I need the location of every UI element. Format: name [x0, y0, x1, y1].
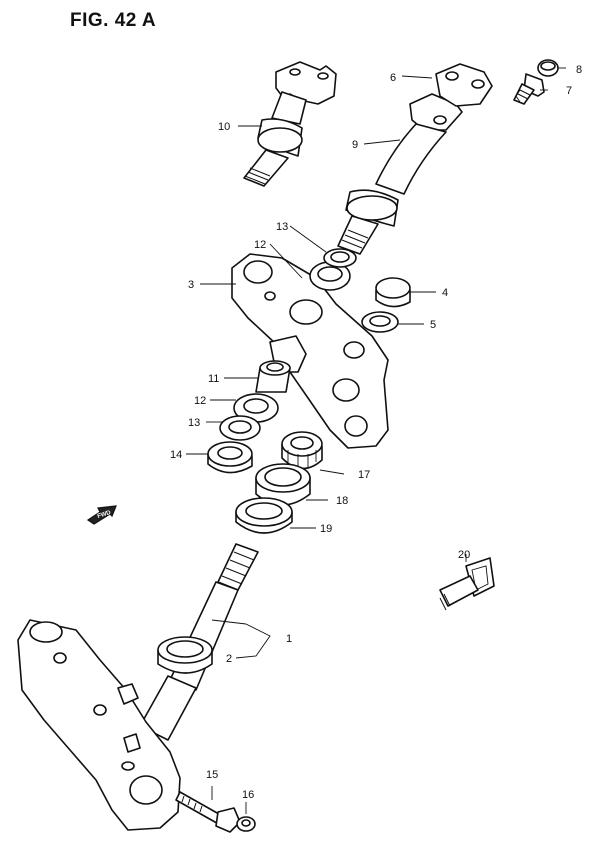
fwd-label: FWD — [97, 510, 112, 520]
callout-6: 6 — [390, 72, 396, 84]
callout-13-upper: 13 — [276, 221, 288, 233]
callout-9: 9 — [352, 139, 358, 151]
callout-14: 14 — [170, 449, 182, 461]
part-16-nut — [236, 816, 256, 832]
part-11-spacer-tube — [255, 360, 291, 393]
part-13-upper-washer — [323, 248, 357, 268]
part-2-dust-seal — [157, 636, 213, 674]
callout-18: 18 — [336, 495, 348, 507]
fwd-arrow-icon: FWD — [86, 505, 117, 525]
callout-20: 20 — [458, 549, 470, 561]
part-13-lower-washer — [219, 415, 261, 441]
callout-10: 10 — [218, 121, 230, 133]
callout-17: 17 — [358, 469, 370, 481]
callout-5: 5 — [430, 319, 436, 331]
part-17-slotted-nut — [281, 431, 323, 470]
callout-19: 19 — [320, 523, 332, 535]
callout-3: 3 — [188, 279, 194, 291]
callout-labels: 10 6 7 8 9 13 12 3 4 5 11 12 13 14 17 18… — [170, 64, 582, 801]
callout-13-lower: 13 — [188, 417, 200, 429]
part-5-washer — [361, 311, 399, 333]
part-12-upper-washer — [309, 261, 351, 291]
part-4-cap — [375, 277, 411, 308]
part-14-nut — [207, 441, 253, 474]
callout-8: 8 — [576, 64, 582, 76]
part-7-bolt — [513, 73, 545, 105]
callout-11: 11 — [208, 373, 219, 385]
part-15-bolt — [175, 791, 241, 833]
callout-15: 15 — [206, 769, 218, 781]
callout-16: 16 — [242, 789, 254, 801]
part-6-clamp-cap — [435, 63, 493, 107]
callout-12-upper: 12 — [254, 239, 266, 251]
part-1-steering-stem — [17, 543, 259, 831]
part-9-handlebar-right — [337, 93, 463, 255]
part-12-lower-washer — [233, 393, 279, 423]
leader-lines — [186, 67, 566, 814]
callout-7: 7 — [566, 85, 572, 97]
callout-1: 1 — [286, 633, 292, 645]
callout-12-lower: 12 — [194, 395, 206, 407]
callout-4: 4 — [442, 287, 448, 299]
part-8-cap — [537, 59, 559, 77]
part-20-key — [439, 557, 495, 611]
figure-title: FIG. 42 A — [70, 10, 157, 31]
part-10-handlebar-left — [243, 61, 337, 187]
part-19-bearing-race — [235, 497, 293, 534]
part-3-upper-bracket — [231, 253, 389, 449]
callout-2: 2 — [226, 653, 232, 665]
